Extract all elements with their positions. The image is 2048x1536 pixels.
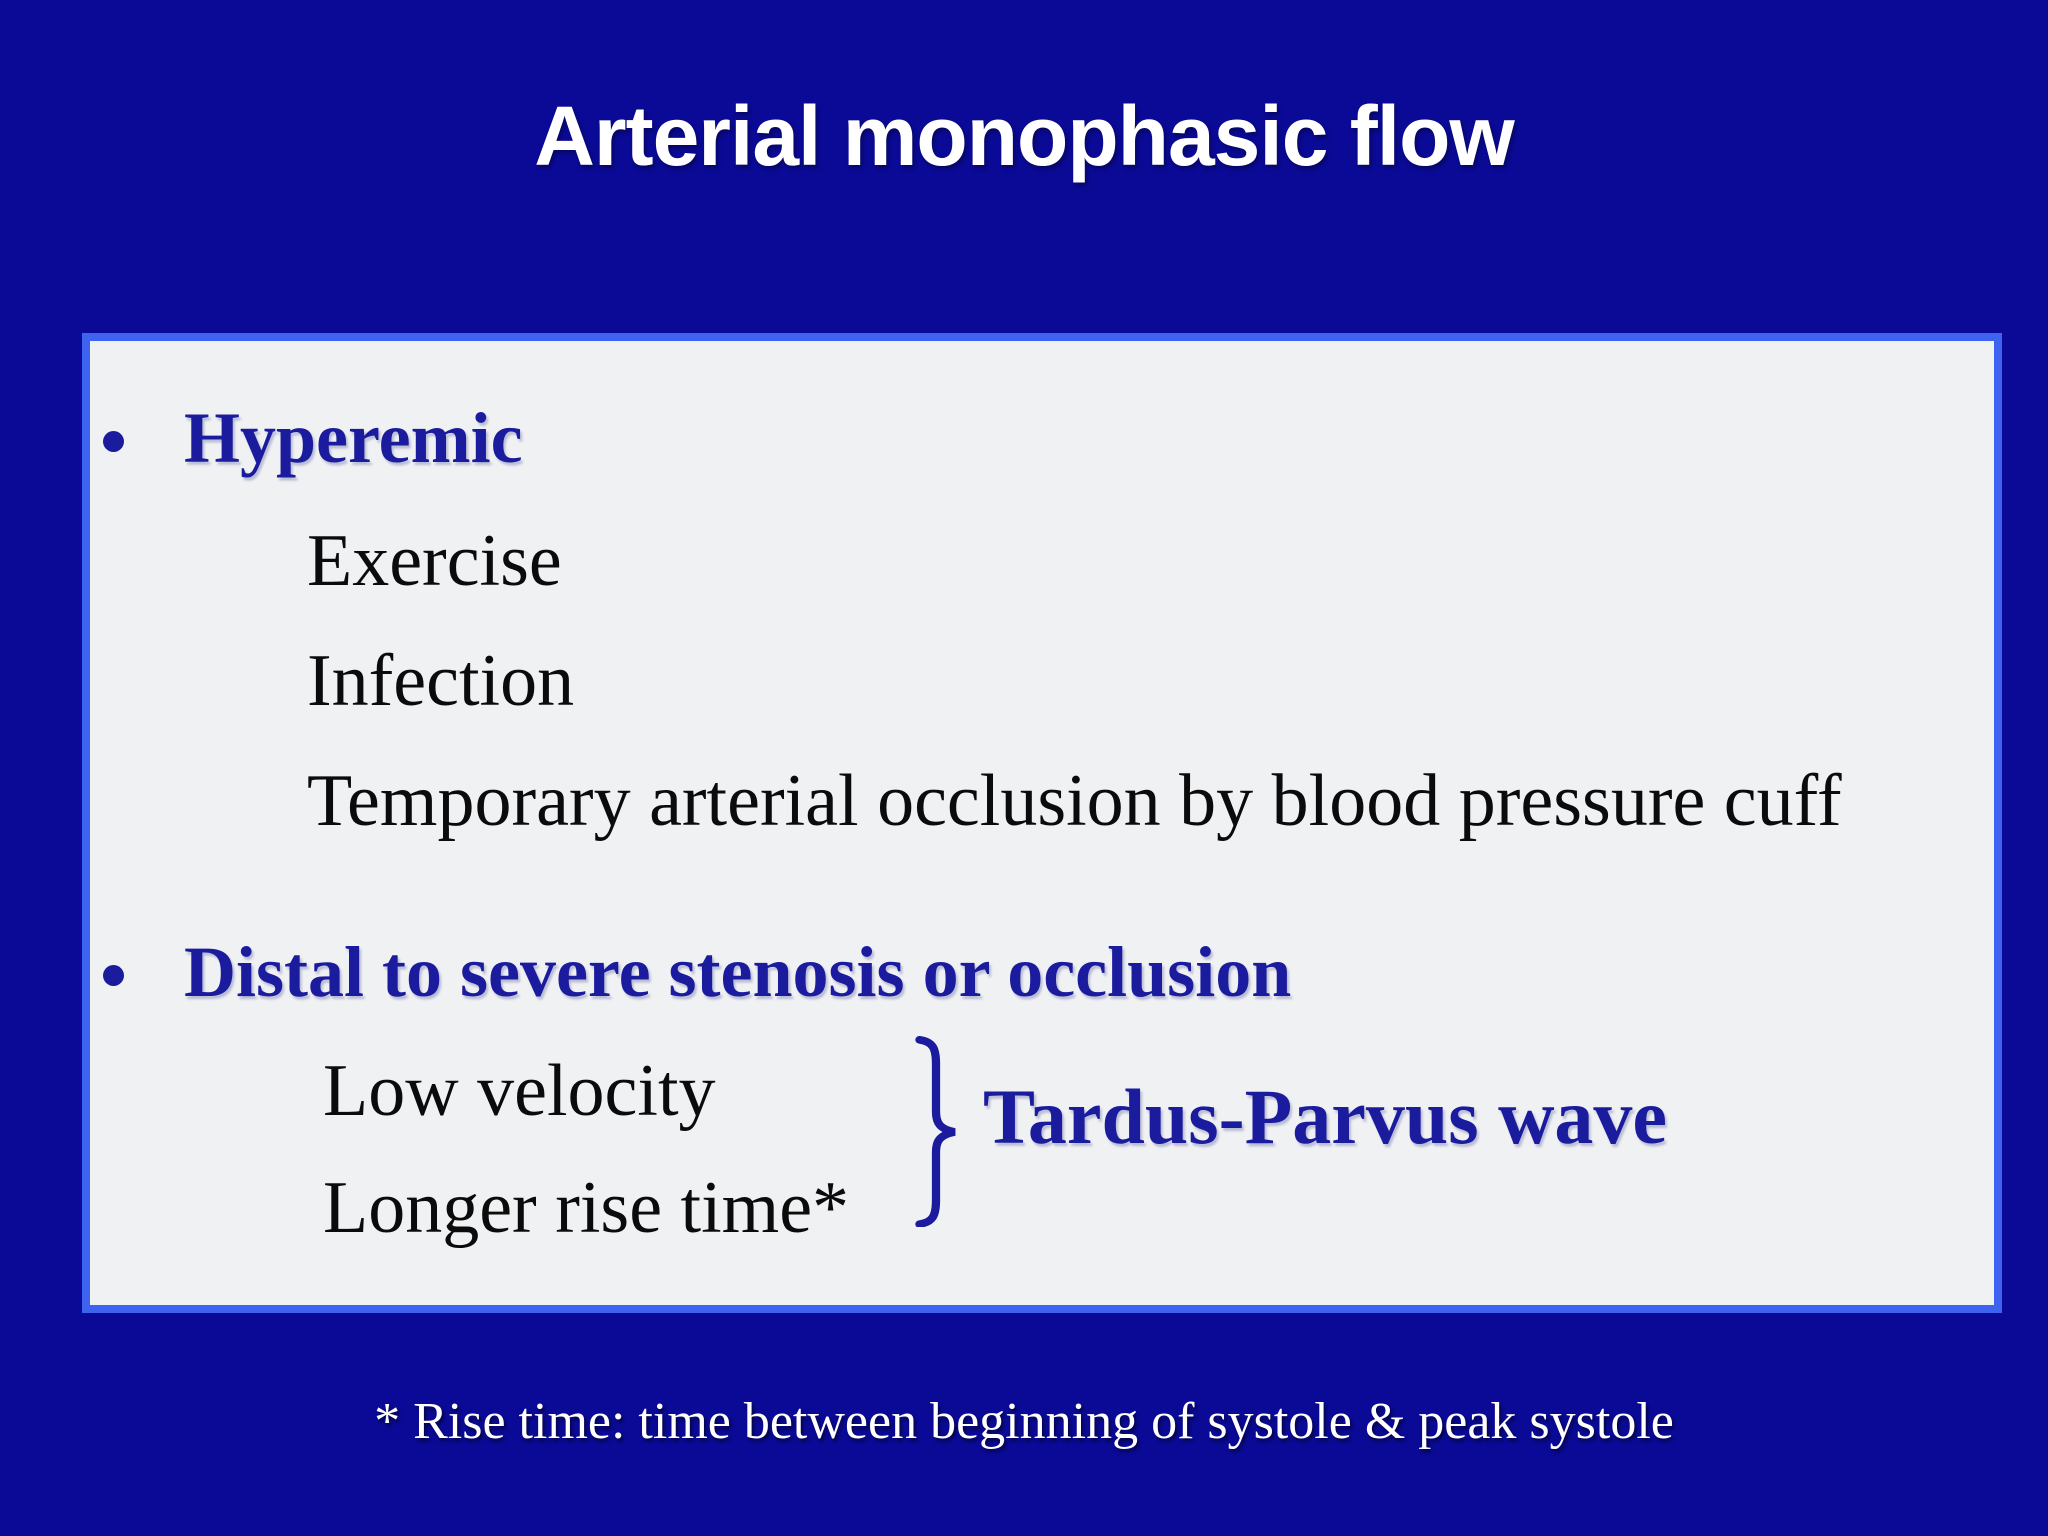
page-title: Arterial monophasic flow — [534, 89, 1515, 183]
bullet-icon — [103, 965, 124, 986]
list-item: Low velocity — [323, 1050, 716, 1132]
right-curly-brace-icon — [915, 1035, 956, 1227]
bullet-row-distal: Distal to severe stenosis or occlusion — [103, 932, 1292, 1012]
annotation-label: Tardus-Parvus wave — [983, 1073, 1668, 1160]
section-heading: Hyperemic — [184, 398, 523, 478]
bullet-row-hyperemic: Hyperemic — [103, 398, 523, 478]
bullet-icon — [103, 431, 124, 452]
list-item: Temporary arterial occlusion by blood pr… — [307, 760, 1842, 842]
section-heading: Distal to severe stenosis or occlusion — [184, 932, 1292, 1012]
list-item: Infection — [307, 640, 575, 722]
footnote: * Rise time: time between beginning of s… — [374, 1393, 1674, 1450]
list-item: Exercise — [307, 520, 562, 602]
content-panel: Hyperemic Exercise Infection Temporary a… — [82, 333, 2002, 1313]
list-item: Longer rise time* — [323, 1167, 850, 1249]
